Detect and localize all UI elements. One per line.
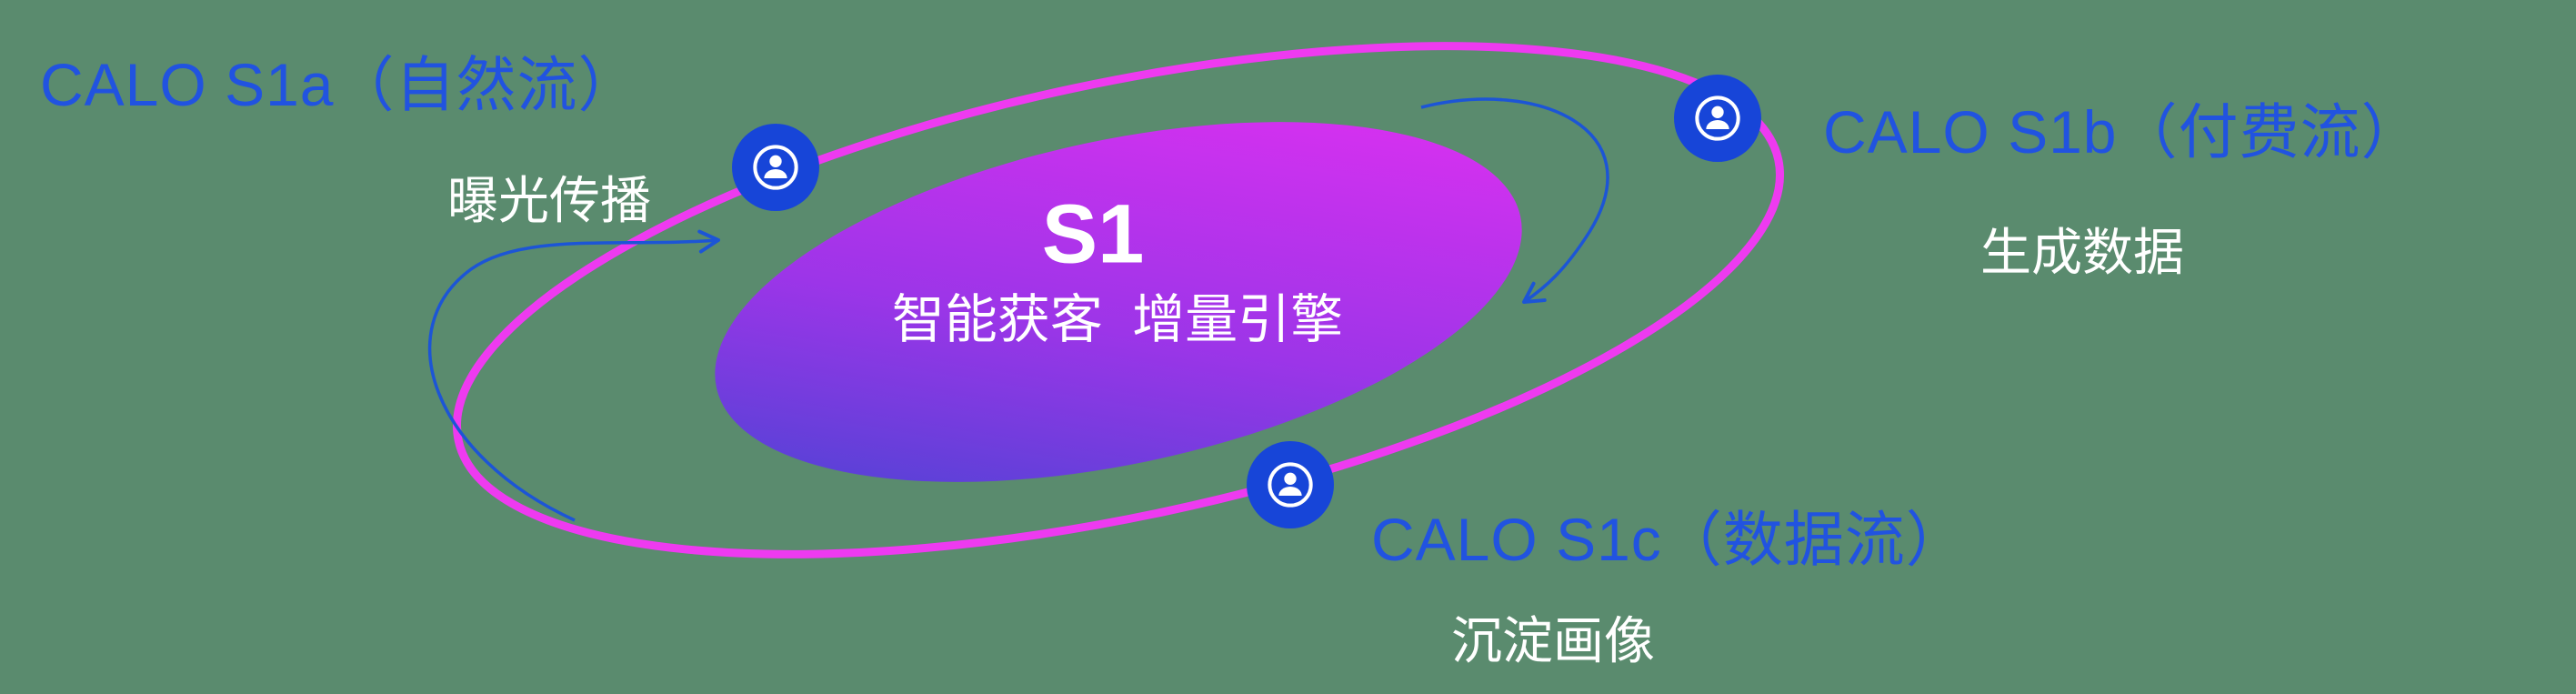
flow-arrow-right xyxy=(1420,97,1609,304)
node-s1b xyxy=(1674,75,1761,162)
flow-arrow-left xyxy=(427,229,720,522)
orbit-ring xyxy=(453,42,1784,558)
user-icon xyxy=(753,145,798,190)
sublabel-s1a: 曝光传播 xyxy=(447,172,651,229)
user-icon xyxy=(1695,96,1740,141)
user-icon xyxy=(1268,462,1313,508)
sublabel-s1b: 生成数据 xyxy=(1980,224,2184,281)
sublabel-s1c: 沉淀画像 xyxy=(1451,612,1655,669)
core-subtitle: 智能获客 增量引擎 xyxy=(891,290,1344,349)
core-title: S1 xyxy=(1041,187,1145,281)
label-s1a: CALO S1a（自然流） xyxy=(40,51,639,118)
label-s1c: CALO S1c（数据流） xyxy=(1371,506,1967,573)
node-s1c xyxy=(1247,441,1334,528)
label-s1b: CALO S1b（付费流） xyxy=(1823,98,2422,166)
core-ellipse xyxy=(715,122,1522,482)
node-s1a xyxy=(732,124,819,211)
